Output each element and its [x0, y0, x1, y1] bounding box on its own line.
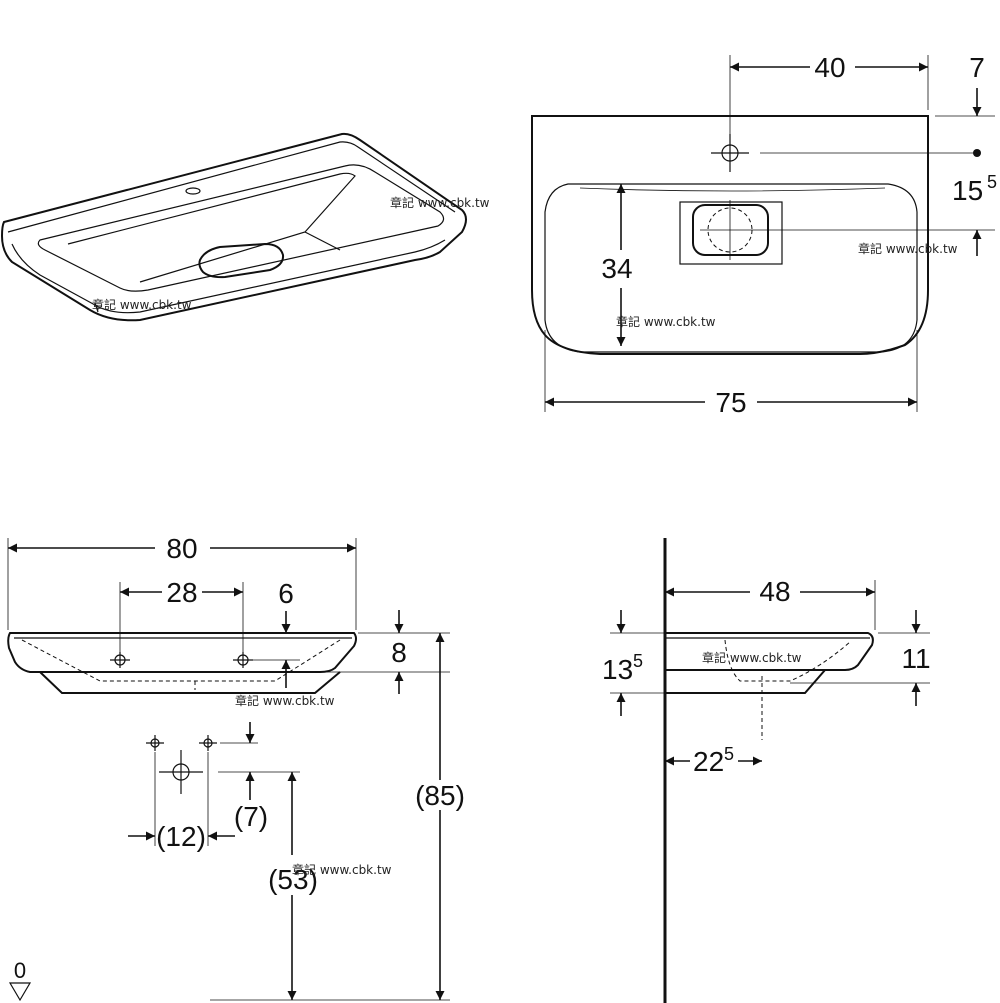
- dim-drain-pos: 22: [693, 746, 724, 777]
- dim-fixing-height: (53): [268, 864, 318, 895]
- watermark: 章記 www.cbk.tw: [92, 297, 192, 312]
- dim-drain-pos-sup: 5: [724, 744, 734, 764]
- dim-outlet-spacing: (12): [156, 821, 206, 852]
- dim-depth: 48: [759, 576, 790, 607]
- watermark: 章記 www.cbk.tw: [235, 693, 335, 708]
- dim-hole-spacing: 28: [166, 577, 197, 608]
- dim-tap-offset: 40: [814, 52, 845, 83]
- floor-label: 0: [14, 958, 26, 983]
- dim-total-height: (85): [415, 780, 465, 811]
- watermark: 章記 www.cbk.tw: [858, 241, 958, 256]
- dim-drain-offset: 15: [952, 175, 983, 206]
- dim-thickness: 8: [391, 637, 407, 668]
- dim-total-width: 80: [166, 533, 197, 564]
- watermark: 章記 www.cbk.tw: [702, 650, 802, 665]
- watermark: 章記 www.cbk.tw: [390, 195, 490, 210]
- plan-view: [531, 55, 995, 412]
- watermark: 章記 www.cbk.tw: [292, 862, 392, 877]
- dim-rim-thickness: 11: [901, 643, 930, 674]
- dim-top-gap: 7: [969, 52, 985, 83]
- front-view: [7, 538, 450, 1002]
- dim-outlet-drop: (7): [234, 801, 268, 832]
- perspective-view: [0, 132, 467, 322]
- dim-rim-height-sup: 5: [633, 651, 643, 671]
- dim-bowl-depth: 34: [601, 253, 632, 284]
- dim-bowl-width: 75: [715, 387, 746, 418]
- dim-hole-drop: 6: [278, 578, 294, 609]
- side-view: [610, 538, 930, 1003]
- dim-drain-offset-sup: 5: [987, 172, 997, 192]
- watermark: 章記 www.cbk.tw: [616, 314, 716, 329]
- dim-rim-height: 13: [602, 654, 633, 685]
